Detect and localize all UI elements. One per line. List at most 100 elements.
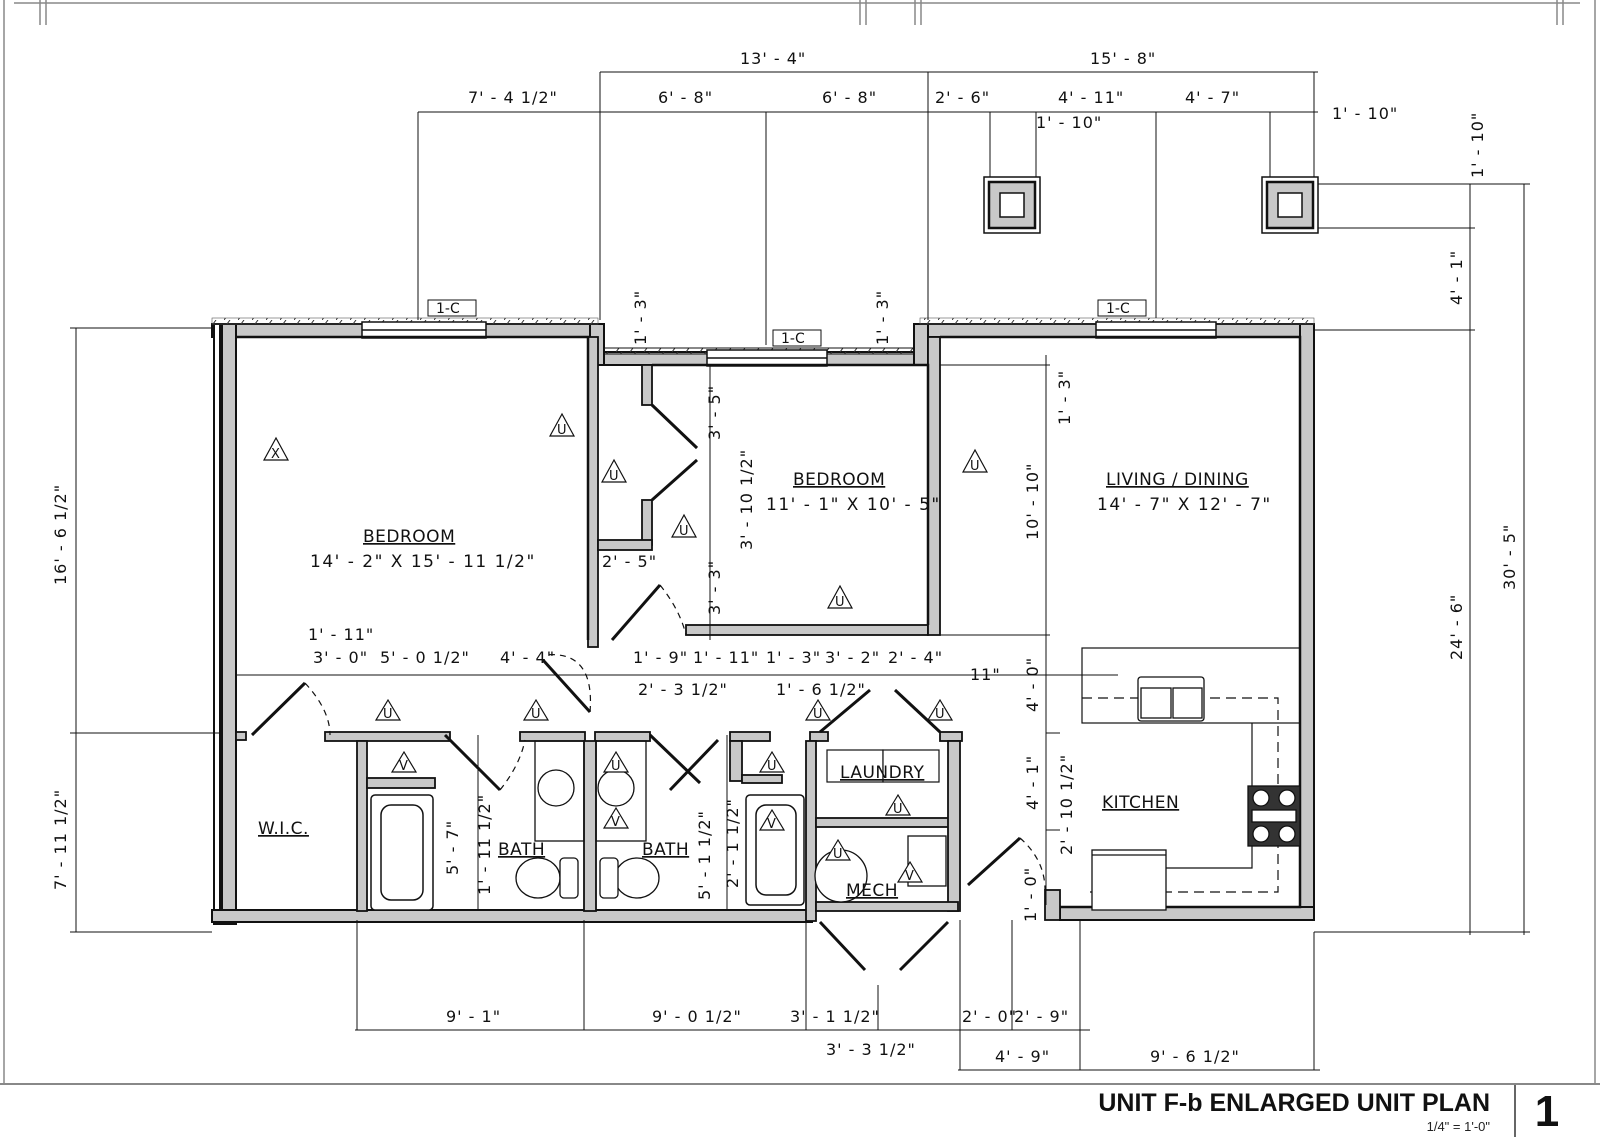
dim-top-3: 6' - 8": [822, 88, 877, 107]
svg-text:U: U: [531, 707, 541, 722]
room-label-bedroom-1: BEDROOM: [363, 527, 455, 547]
dim-top-overall-left: 13' - 4": [740, 49, 806, 68]
svg-text:U: U: [609, 469, 619, 484]
dim-mid-3: 4' - 4": [500, 648, 555, 667]
svg-text:U: U: [611, 759, 621, 774]
wall-type-letters: X U U U U U U U V U V U V U U U U V: [271, 423, 980, 884]
dim-bottom-overall-3: 9' - 6 1/2": [1150, 1047, 1240, 1066]
svg-text:1-C: 1-C: [1106, 301, 1130, 317]
dim-bottom-2: 9' - 0 1/2": [652, 1007, 742, 1026]
window-tag: 1-C: [427, 299, 477, 317]
dim-bottom-5: 2' - 9": [1014, 1007, 1069, 1026]
dim-mid-lower-2: 2' - 3 1/2": [638, 680, 728, 699]
svg-text:U: U: [767, 759, 777, 774]
dim-right-2: 4' - 1": [1447, 250, 1466, 305]
svg-text:U: U: [893, 802, 903, 817]
dim-top-4: 2' - 6": [935, 88, 990, 107]
dim-left-1: 16' - 6 1/2": [51, 484, 70, 585]
dim-right-1: 1' - 10": [1468, 112, 1487, 178]
svg-text:V: V: [905, 869, 914, 884]
dim-mid-lower-4: 11": [970, 665, 1001, 684]
dim-living-1: 1' - 3": [1055, 370, 1074, 425]
room-size-bedroom-2: 11' - 1" X 10' - 5": [766, 495, 941, 515]
room-label-bath-2: BATH: [642, 840, 689, 860]
svg-text:U: U: [970, 459, 980, 474]
dim-mid-2: 5' - 0 1/2": [380, 648, 470, 667]
refrigerator: [1091, 849, 1167, 911]
dim-living-2: 10' - 10": [1023, 463, 1042, 540]
drawing-number-cell: 1: [1514, 1085, 1578, 1137]
svg-text:V: V: [399, 759, 408, 774]
svg-text:1-C: 1-C: [436, 301, 460, 317]
doors: [250, 403, 1022, 972]
dim-bump-1: 1' - 3": [631, 290, 650, 345]
dim-living-4: 4' - 1": [1023, 755, 1042, 810]
room-label-wic: W.I.C.: [258, 819, 309, 839]
svg-text:V: V: [767, 817, 776, 832]
svg-text:X: X: [271, 447, 280, 462]
dim-mid-6: 1' - 3": [766, 648, 821, 667]
dim-bath-1: 5' - 7": [443, 820, 462, 875]
title-block: UNIT F-b ENLARGED UNIT PLAN 1/4" = 1'-0"…: [0, 1083, 1600, 1137]
dim-mid-7: 3' - 2": [825, 648, 880, 667]
dim-left-2: 7' - 11 1/2": [51, 789, 70, 890]
dim-mid-5: 1' - 11": [693, 648, 759, 667]
dim-mid-8: 2' - 4": [888, 648, 943, 667]
sheet-border: [3, 0, 1596, 1083]
room-size-bedroom-1: 14' - 2" X 15' - 11 1/2": [310, 552, 536, 572]
room-label-bedroom-2: BEDROOM: [793, 470, 885, 490]
dim-bath-2: 1' - 11 1/2": [475, 794, 494, 895]
laundry-machines: [826, 749, 940, 783]
dim-bump-2: 1' - 3": [873, 290, 892, 345]
dim-mid-lower-3: 1' - 6 1/2": [776, 680, 866, 699]
dim-top-5: 4' - 11": [1058, 88, 1124, 107]
dim-living-6: 1' - 0": [1021, 867, 1040, 922]
svg-text:U: U: [383, 707, 393, 722]
svg-text:V: V: [611, 815, 620, 830]
dim-bottom-4: 2' - 0": [962, 1007, 1017, 1026]
dim-closet-4: 2' - 5": [602, 552, 657, 571]
dim-bottom-3: 3' - 1 1/2": [790, 1007, 880, 1026]
room-label-laundry: LAUNDRY: [840, 763, 924, 783]
dim-bottom-overall-2: 4' - 9": [995, 1047, 1050, 1066]
room-outlines: [236, 335, 1302, 909]
svg-text:U: U: [935, 707, 945, 722]
dim-closet-2: 3' - 10 1/2": [737, 449, 756, 550]
plumbing-fixtures: [515, 740, 947, 903]
svg-text:U: U: [833, 847, 843, 862]
room-label-kitchen: KITCHEN: [1102, 793, 1179, 813]
room-label-living: LIVING / DINING: [1106, 470, 1249, 490]
dim-mid-lower-1: 1' - 11": [308, 625, 374, 644]
dim-mid-4: 1' - 9": [633, 648, 688, 667]
svg-text:U: U: [557, 423, 567, 438]
kitchen-sink: [1137, 676, 1205, 722]
dim-right-overall: 30' - 5": [1500, 524, 1519, 590]
wall-type-tags: [262, 412, 989, 883]
dim-top-overall-right: 15' - 8": [1090, 49, 1156, 68]
dim-callout-column-1: 1' - 10": [1036, 113, 1102, 132]
drawing-title: UNIT F-b ENLARGED UNIT PLAN: [1098, 1089, 1490, 1117]
dim-closet-3: 3' - 3": [705, 560, 724, 615]
dim-mid-1: 3' - 0": [313, 648, 368, 667]
dim-living-5: 2' - 10 1/2": [1057, 754, 1076, 855]
dim-top-6: 4' - 7": [1185, 88, 1240, 107]
columns: [983, 176, 1319, 234]
drawing-scale: 1/4" = 1'-0": [1426, 1119, 1490, 1134]
dim-top-2: 6' - 8": [658, 88, 713, 107]
dim-right-3: 24' - 6": [1447, 594, 1466, 660]
drawing-number: 1: [1534, 1087, 1560, 1136]
bathtubs: [370, 794, 805, 911]
svg-text:U: U: [679, 524, 689, 539]
dim-bottom-overall-1: 3' - 3 1/2": [826, 1040, 916, 1059]
windows: [361, 321, 1217, 367]
dim-closet-1: 3' - 5": [705, 385, 724, 440]
dim-living-3: 4' - 0": [1023, 657, 1042, 712]
svg-text:U: U: [813, 707, 823, 722]
room-label-bath-1: BATH: [498, 840, 545, 860]
room-label-mech: MECH: [846, 881, 898, 901]
interior-walls: [235, 336, 1061, 922]
dim-callout-column-2: 1' - 10": [1332, 104, 1398, 123]
window-tag: 1-C: [1097, 299, 1147, 317]
